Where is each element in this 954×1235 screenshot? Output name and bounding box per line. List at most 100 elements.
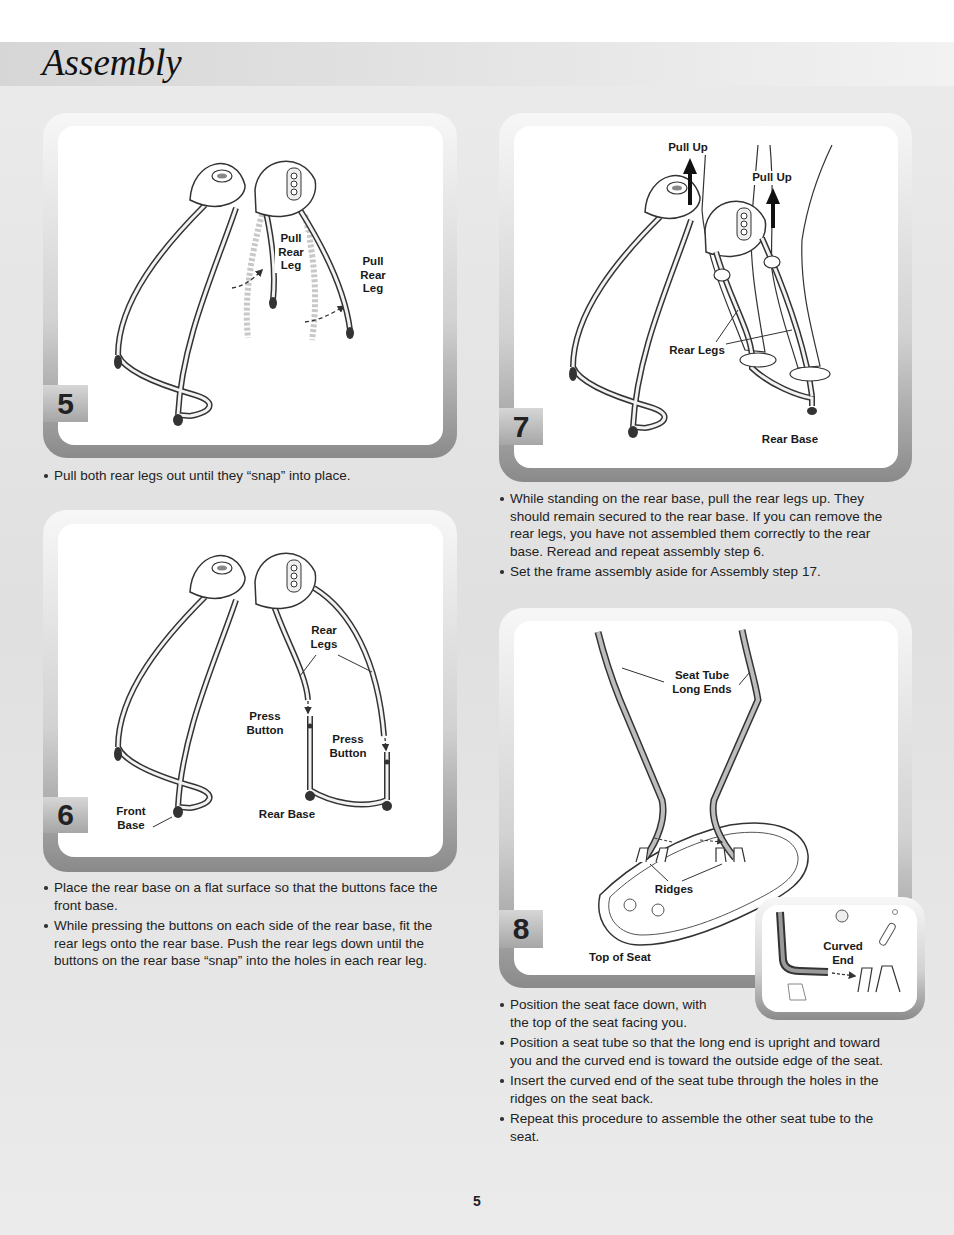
line-art [858,966,900,992]
instruction-text: Repeat this procedure to assemble the ot… [510,1110,903,1145]
bullet-dot [44,474,48,478]
line-art [790,367,830,381]
instruction-item: Place the rear base on a flat surface so… [42,879,442,914]
step-panel: 8 Seat Tube Long EndsRidgesTop of Seat [499,608,912,988]
step-number: 5 [57,388,74,420]
line-art [385,760,390,765]
line-art [346,327,354,339]
line-art [514,621,898,975]
line-art [499,113,912,482]
line-art [836,910,848,922]
instruction-text: Insert the curved end of the seat tube t… [510,1072,903,1107]
instruction-list: Place the rear base on a flat surface so… [42,879,442,973]
instruction-text: Set the frame assembly aside for Assembl… [510,563,903,581]
line-art [832,973,855,976]
line-art [310,716,387,805]
line-art [762,905,917,1012]
part-label: Press Button [324,733,372,760]
line-art [114,556,245,818]
line-art [310,716,387,805]
line-art [382,801,392,811]
instruction-item: Pull both rear legs out until they “snap… [42,467,442,485]
line-art [514,126,898,468]
instruction-item: Repeat this procedure to assemble the ot… [498,1110,903,1145]
part-label: Rear Base [761,433,819,447]
swing-frame-step5 [114,161,354,426]
detail-inset: Curved End [755,897,925,1020]
instruction-text: Position the seat face down, with the to… [510,996,726,1031]
panel-frames [43,113,912,988]
step-panel: 5Pull Rear LegPull Rear Leg [43,113,457,458]
instruction-item: While pressing the buttons on each side … [42,917,442,970]
instruction-item: While standing on the rear base, pull th… [498,490,903,560]
instruction-item: Insert the curved end of the seat tube t… [498,1072,903,1107]
swing-frame-step7 [569,145,832,438]
line-art [788,984,806,1000]
line-art [58,126,443,445]
line-art [716,310,792,344]
bullet-dot [44,886,48,890]
line-art [636,848,745,862]
line-art [305,791,315,801]
page-top [0,0,954,42]
part-label: Curved End [818,940,868,967]
bullet-dot [500,1003,504,1007]
part-label: Rear Legs [668,344,726,358]
step-number: 7 [513,411,530,443]
part-label: Top of Seat [588,951,652,965]
line-art [58,524,443,857]
instruction-list: While standing on the rear base, pull th… [498,490,903,584]
line-art [705,201,766,256]
line-art [266,210,350,330]
step-panel: 7Pull UpPull UpRear LegsRear Base [499,113,912,482]
line-art [266,210,350,330]
part-label: Front Base [110,805,152,832]
header-bar [0,42,954,86]
line-art [385,738,386,750]
line-art [598,630,758,858]
part-label: Press Button [241,710,289,737]
instruction-list: Pull both rear legs out until they “snap… [42,467,442,488]
instruction-text: Position a seat tube so that the long en… [510,1034,903,1069]
line-art [766,188,780,204]
step-panel: 6Rear LegsPress ButtonPress ButtonFront … [43,510,457,872]
line-art [878,922,896,946]
step-number: 6 [57,799,74,831]
bullet-dot [500,1041,504,1045]
line-art [569,176,700,438]
line-art [43,113,457,458]
line-art [114,164,245,426]
line-art [714,269,730,281]
instruction-item: Position the seat face down, with the to… [498,996,903,1031]
line-art [305,306,344,322]
line-art [622,668,750,881]
instruction-text: Pull both rear legs out until they “snap… [54,467,442,485]
part-label: Pull Rear Leg [275,232,307,273]
bullet-dot [500,1117,504,1121]
part-label: Seat Tube Long Ends [665,669,739,696]
line-art [764,256,780,268]
instruction-text: Place the rear base on a flat surface so… [54,879,442,914]
line-art [807,407,817,415]
line-art [255,161,316,216]
line-art [893,910,898,915]
page-title: Assembly [42,41,182,85]
line-art [598,630,758,858]
line-art [755,897,925,1020]
detail-inset-art [755,897,925,1020]
step-number-box: 5 [43,385,88,422]
step-number: 8 [513,913,530,945]
line-art [43,510,457,872]
line-art [740,353,776,367]
line-art [624,899,636,911]
step-number-box: 7 [499,408,543,445]
line-art [153,655,372,827]
part-label: Ridges [654,883,694,897]
page-number: 5 [473,1193,481,1209]
part-label: Rear Base [258,808,316,822]
instruction-item: Position a seat tube so that the long en… [498,1034,903,1069]
line-art [654,838,722,842]
step-number-box: 6 [43,797,88,833]
bullet-dot [500,497,504,501]
